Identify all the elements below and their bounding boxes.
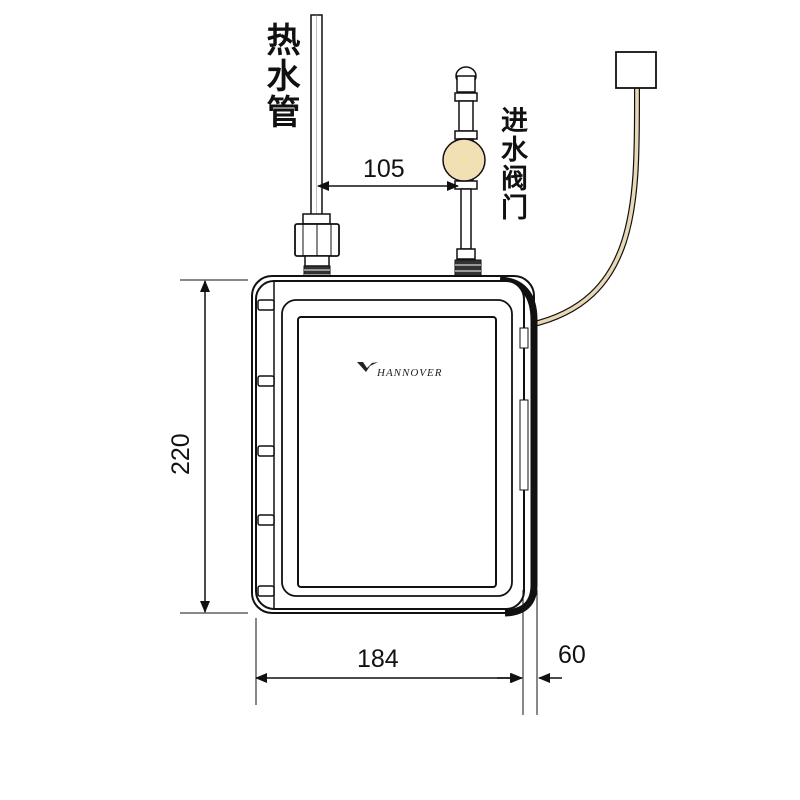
dimension-width-value: 184 [357,645,399,673]
control-cable [529,87,641,328]
dimension-pipe-spacing-value: 105 [363,155,405,183]
dimension-height: 220 [167,279,248,614]
inlet-valve-label: 进水阀门 [496,106,527,222]
dimension-width: 184 [255,590,524,715]
hot-water-pipe [310,14,323,216]
hot-pipe-nut [294,213,340,267]
switch-box [615,51,657,89]
valve-knob [442,138,486,182]
dimension-height-value: 220 [167,433,195,475]
hot-water-pipe-label: 热水管 [260,22,300,130]
dimension-depth-value: 60 [558,641,586,669]
brand-logo-mark [357,362,378,372]
front-cover [281,299,513,597]
brand-logo: HANNOVER [357,362,442,379]
brand-name: HANNOVER [376,367,442,379]
dimension-pipe-spacing: 105 [317,155,459,191]
dimension-depth: 60 [497,590,586,715]
side-clips [257,299,275,597]
